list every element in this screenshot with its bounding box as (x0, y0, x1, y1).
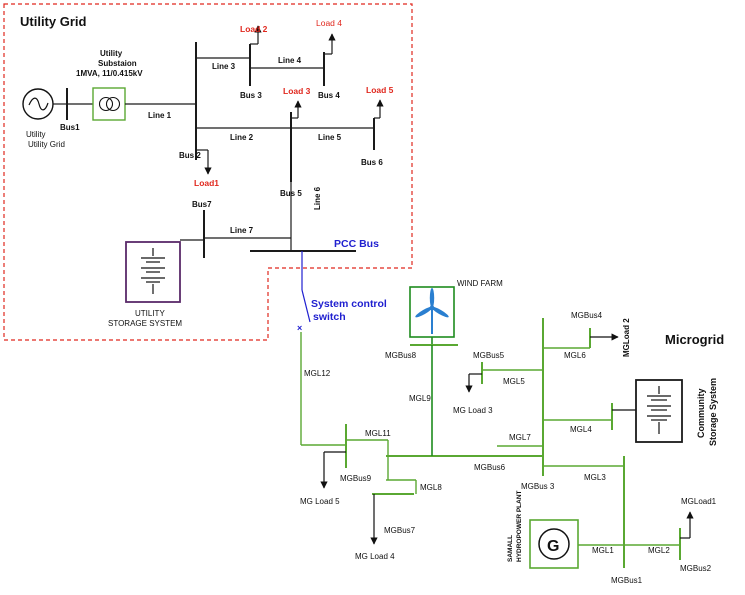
utility-grid-title: Utility Grid (20, 14, 87, 29)
line4-label: Line 4 (278, 56, 302, 65)
mgbus9-label: MGBus9 (340, 474, 372, 483)
load4-label: Load 4 (316, 18, 342, 28)
mgl6-label: MGL6 (564, 351, 586, 360)
load1-label: Load1 (194, 178, 219, 188)
bus4-label: Bus 4 (318, 91, 340, 100)
mgbus5-label: MGBus5 (473, 351, 505, 360)
utility-storage-icon (125, 241, 181, 303)
substation-label-2: Substaion (98, 59, 137, 68)
switch-open-icon: × (297, 323, 302, 333)
load2-label: Load 2 (240, 24, 268, 34)
line3-label: Line 3 (212, 62, 236, 71)
line2-label: Line 2 (230, 133, 254, 142)
mgl4-label: MGL4 (570, 425, 592, 434)
utility-storage-label-2: STORAGE SYSTEM (108, 319, 182, 328)
mgbus3-label: MGBus 3 (521, 482, 555, 491)
mgload1-label: MGLoad1 (681, 497, 717, 506)
mgload4-label: MG Load 4 (355, 552, 395, 561)
pcc-bus-label: PCC Bus (334, 238, 379, 250)
line6-label: Line 6 (313, 186, 322, 210)
mgbus4-label: MGBus4 (571, 311, 603, 320)
line5-label: Line 5 (318, 133, 342, 142)
mgload3-label: MG Load 3 (453, 406, 493, 415)
microgrid-section: Microgrid MGL12 MGBus9 MG Load 5 MGL11 M… (300, 279, 724, 585)
mgl8-label: MGL8 (420, 483, 442, 492)
bus2-label: Bus 2 (179, 151, 201, 160)
mgload2-label: MGLoad 2 (622, 318, 631, 357)
utility-grid-boundary (3, 3, 413, 341)
mgbus8-label: MGBus8 (385, 351, 417, 360)
bus1-label: Bus1 (60, 123, 80, 132)
hydro-label-2: HYDROPOWER PLANT (516, 490, 523, 562)
switch-label-2: switch (313, 311, 346, 323)
load3-label: Load 3 (283, 86, 311, 96)
mgbus7-label: MGBus7 (384, 526, 416, 535)
mgbus6-label: MGBus6 (474, 463, 506, 472)
bus3-label: Bus 3 (240, 91, 262, 100)
hydro-label-1: SAMALL (507, 535, 514, 562)
mgl5-label: MGL5 (503, 377, 525, 386)
transformer-icon (92, 87, 126, 121)
mgl12-label: MGL12 (304, 369, 331, 378)
mgload5-label: MG Load 5 (300, 497, 340, 506)
substation-label-1: Utility (100, 49, 123, 58)
ac-source-icon (22, 88, 54, 120)
svg-text:G: G (547, 538, 559, 555)
line7-label: Line 7 (230, 226, 254, 235)
mgl2-label: MGL2 (648, 546, 670, 555)
mgl1-label: MGL1 (592, 546, 614, 555)
source-label: Utility Grid (28, 140, 65, 149)
load5-label: Load 5 (366, 85, 394, 95)
mgl11-label: MGL11 (365, 429, 391, 438)
switch-label-1: System control (311, 298, 387, 310)
utility-storage-label-1: UTILITY (135, 309, 165, 318)
bus6-label: Bus 6 (361, 158, 383, 167)
wind-farm-label: WIND FARM (457, 279, 503, 288)
mgl3-label: MGL3 (584, 473, 606, 482)
community-storage-label-2: Storage System (708, 378, 718, 446)
mgl7-label: MGL7 (509, 433, 531, 442)
mgbus2-label: MGBus2 (680, 564, 712, 573)
line1-label: Line 1 (148, 111, 172, 120)
bus7-label: Bus7 (192, 200, 212, 209)
wind-turbine-icon (409, 286, 455, 338)
utility-grid-section: Utility Grid Utility Utility Grid Bus1 U… (3, 3, 413, 341)
source-label-1: Utility (26, 130, 46, 139)
generator-icon: G (529, 519, 579, 569)
mgbus1-label: MGBus1 (611, 576, 643, 585)
mgl9-label: MGL9 (409, 394, 431, 403)
substation-label-3: 1MVA, 11/0.415kV (76, 69, 143, 78)
microgrid-title: Microgrid (665, 332, 724, 347)
community-storage-icon (635, 379, 683, 443)
system-control-switch: × System control switch (297, 251, 387, 333)
community-storage-label-1: Community (696, 389, 706, 439)
